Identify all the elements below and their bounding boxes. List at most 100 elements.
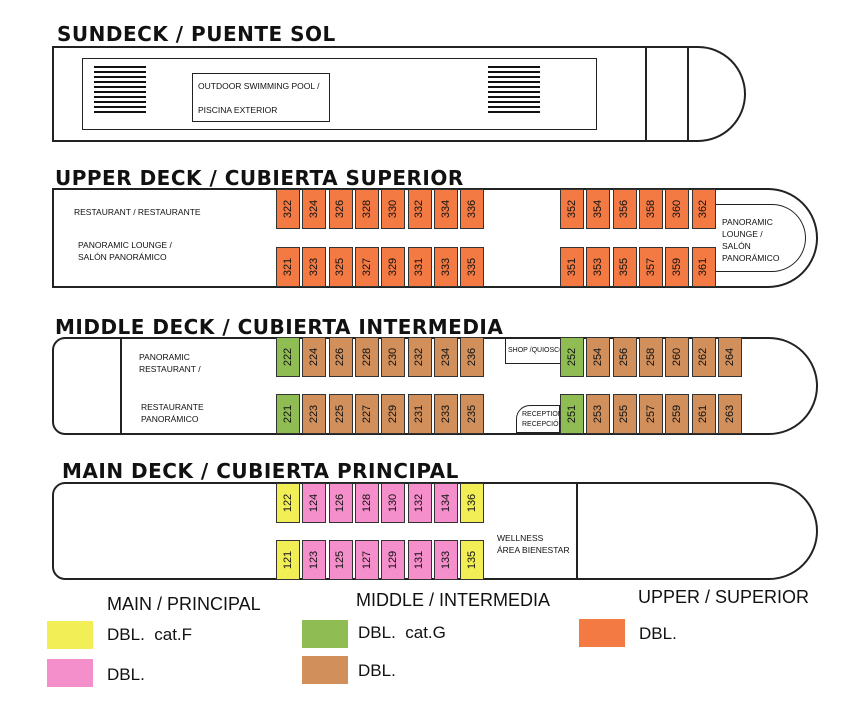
cabin-121[interactable]: 121 [276, 540, 300, 580]
cabin-126[interactable]: 126 [328, 483, 353, 523]
cabin-331[interactable]: 331 [407, 247, 432, 287]
cabin-236[interactable]: 236 [460, 337, 485, 377]
cabin-260[interactable]: 260 [665, 337, 690, 377]
cabin-261[interactable]: 261 [691, 394, 716, 434]
cabin-223[interactable]: 223 [302, 394, 327, 434]
cabin-123[interactable]: 123 [302, 540, 327, 580]
cabin-326[interactable]: 326 [328, 189, 353, 229]
bow-lounge-label: PANORÁMICO [722, 253, 780, 263]
cabin-259[interactable]: 259 [665, 394, 690, 434]
cabin-327[interactable]: 327 [354, 247, 379, 287]
cabin-222[interactable]: 222 [276, 337, 300, 377]
cabin-231[interactable]: 231 [407, 394, 432, 434]
cabin-number: 226 [334, 347, 347, 367]
cabin-232[interactable]: 232 [407, 337, 432, 377]
cabin-131[interactable]: 131 [407, 540, 432, 580]
cabin-132[interactable]: 132 [407, 483, 432, 523]
cabin-333[interactable]: 333 [433, 247, 458, 287]
cabin-255[interactable]: 255 [612, 394, 637, 434]
cabin-124[interactable]: 124 [302, 483, 327, 523]
cabin-258[interactable]: 258 [638, 337, 663, 377]
cabin-225[interactable]: 225 [328, 394, 353, 434]
shop-label: SHOP /QUIOSCO [508, 347, 565, 354]
cabin-336[interactable]: 336 [460, 189, 485, 229]
cabin-262[interactable]: 262 [691, 337, 716, 377]
cabin-number: 357 [644, 257, 657, 277]
cabin-136[interactable]: 136 [460, 483, 485, 523]
cabin-352[interactable]: 352 [560, 189, 584, 229]
cabin-228[interactable]: 228 [354, 337, 379, 377]
cabin-number: 235 [466, 404, 479, 424]
cabin-256[interactable]: 256 [612, 337, 637, 377]
cabin-number: 334 [439, 199, 452, 219]
cabin-number: 130 [387, 493, 400, 513]
cabin-355[interactable]: 355 [612, 247, 637, 287]
cabin-125[interactable]: 125 [328, 540, 353, 580]
legend-middle-g-swatch [302, 620, 348, 648]
cabin-226[interactable]: 226 [328, 337, 353, 377]
cabin-128[interactable]: 128 [354, 483, 379, 523]
sundeck-inner-area [82, 58, 597, 130]
cabin-263[interactable]: 263 [717, 394, 742, 434]
cabin-334[interactable]: 334 [433, 189, 458, 229]
cabin-358[interactable]: 358 [638, 189, 663, 229]
cabin-234[interactable]: 234 [433, 337, 458, 377]
sundeck-lounger-stripes [94, 66, 146, 116]
cabin-330[interactable]: 330 [381, 189, 406, 229]
cabin-328[interactable]: 328 [354, 189, 379, 229]
cabin-number: 128 [360, 493, 373, 513]
cabin-122[interactable]: 122 [276, 483, 300, 523]
cabin-134[interactable]: 134 [433, 483, 458, 523]
reception-label: RECEPTION [522, 411, 563, 418]
cabin-135[interactable]: 135 [460, 540, 485, 580]
cabin-359[interactable]: 359 [665, 247, 690, 287]
cabin-number: 254 [592, 347, 605, 367]
cabin-353[interactable]: 353 [586, 247, 611, 287]
cabin-324[interactable]: 324 [302, 189, 327, 229]
cabin-362[interactable]: 362 [691, 189, 716, 229]
cabin-227[interactable]: 227 [354, 394, 379, 434]
cabin-253[interactable]: 253 [586, 394, 611, 434]
cabin-230[interactable]: 230 [381, 337, 406, 377]
cabin-235[interactable]: 235 [460, 394, 485, 434]
pool-box [192, 73, 330, 122]
cabin-number: 261 [697, 404, 710, 424]
cabin-130[interactable]: 130 [381, 483, 406, 523]
cabin-360[interactable]: 360 [665, 189, 690, 229]
cabin-133[interactable]: 133 [433, 540, 458, 580]
cabin-221[interactable]: 221 [276, 394, 300, 434]
cabin-335[interactable]: 335 [460, 247, 485, 287]
cabin-number: 321 [281, 257, 294, 277]
cabin-number: 323 [308, 257, 321, 277]
cabin-329[interactable]: 329 [381, 247, 406, 287]
cabin-251[interactable]: 251 [560, 394, 584, 434]
cabin-354[interactable]: 354 [586, 189, 611, 229]
cabin-332[interactable]: 332 [407, 189, 432, 229]
cabin-252[interactable]: 252 [560, 337, 584, 377]
cabin-number: 257 [644, 404, 657, 424]
cabin-323[interactable]: 323 [302, 247, 327, 287]
reception-label: RECEPCIÓN [522, 421, 564, 428]
cabin-number: 224 [308, 347, 321, 367]
cabin-number: 232 [413, 347, 426, 367]
cabin-321[interactable]: 321 [276, 247, 300, 287]
cabin-356[interactable]: 356 [612, 189, 637, 229]
cabin-number: 326 [334, 199, 347, 219]
cabin-number: 356 [618, 199, 631, 219]
cabin-351[interactable]: 351 [560, 247, 584, 287]
cabin-257[interactable]: 257 [638, 394, 663, 434]
cabin-224[interactable]: 224 [302, 337, 327, 377]
cabin-361[interactable]: 361 [691, 247, 716, 287]
cabin-number: 133 [439, 550, 452, 570]
cabin-325[interactable]: 325 [328, 247, 353, 287]
cabin-264[interactable]: 264 [717, 337, 742, 377]
cabin-229[interactable]: 229 [381, 394, 406, 434]
cabin-127[interactable]: 127 [354, 540, 379, 580]
cabin-322[interactable]: 322 [276, 189, 300, 229]
cabin-357[interactable]: 357 [638, 247, 663, 287]
main-deck-divider [576, 482, 578, 580]
cabin-129[interactable]: 129 [381, 540, 406, 580]
cabin-254[interactable]: 254 [586, 337, 611, 377]
legend-main-f-label: DBL. cat.F [107, 625, 193, 644]
cabin-233[interactable]: 233 [433, 394, 458, 434]
